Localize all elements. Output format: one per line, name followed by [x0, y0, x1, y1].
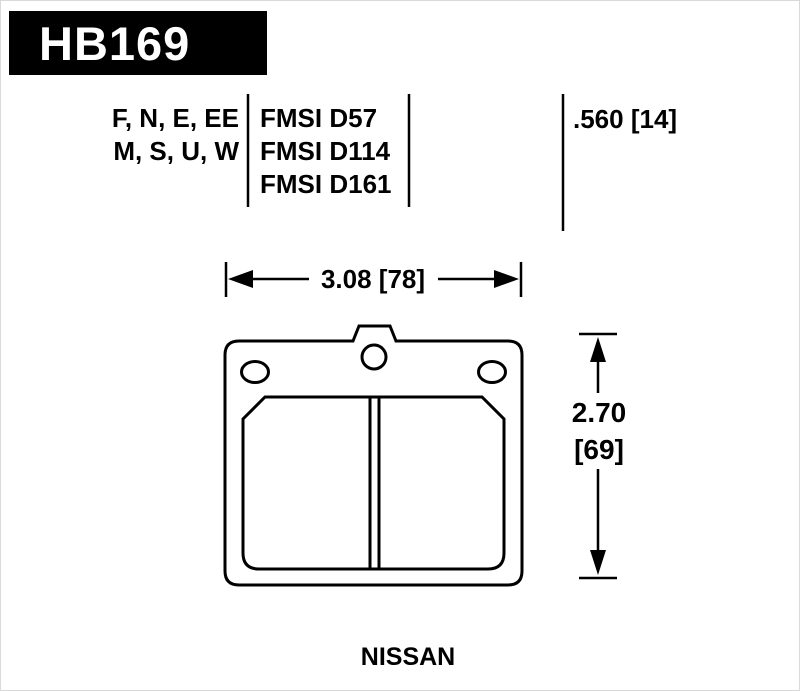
vehicle-make-label: NISSAN: [360, 643, 456, 671]
compound-codes-column: F, N, E, EE M, S, U, W: [59, 102, 239, 168]
friction-material-outline: [241, 395, 506, 571]
width-dimension-label: 3.08 [78]: [320, 264, 426, 294]
center-mounting-hole: [360, 343, 388, 371]
height-arrowhead-down-icon: [590, 550, 606, 575]
part-number: HB169: [39, 16, 191, 70]
compound-codes-row: M, S, U, W: [113, 136, 239, 166]
height-arrowhead-up-icon: [590, 337, 606, 362]
compound-codes-row: F, N, E, EE: [111, 103, 239, 133]
left-mounting-hole: [240, 360, 270, 384]
part-number-banner: HB169: [9, 11, 267, 75]
pad-outer-outline: [223, 324, 524, 587]
height-dimension-mm: [69]: [574, 434, 624, 465]
fmsi-row: FMSI D57: [260, 103, 378, 133]
height-dimension-inches: 2.70: [571, 397, 627, 428]
fmsi-column: FMSI D57 FMSI D114 FMSI D161: [260, 102, 392, 201]
fmsi-row: FMSI D161: [260, 169, 392, 199]
pad-thickness-value: .560 [14]: [573, 104, 678, 134]
fmsi-row: FMSI D114: [260, 136, 391, 166]
right-mounting-hole: [477, 360, 507, 384]
